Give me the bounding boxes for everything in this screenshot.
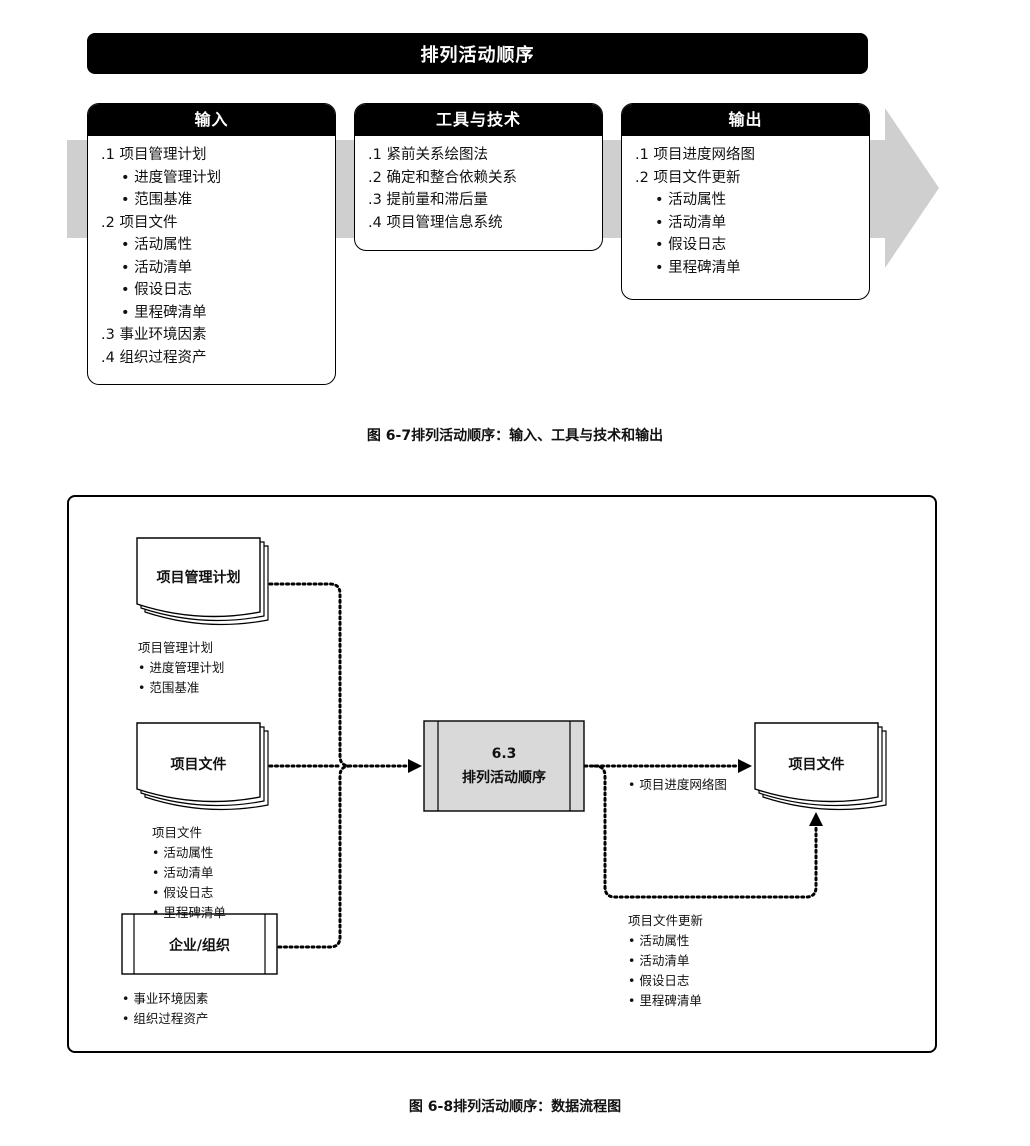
- network-diagram-label: • 项目进度网络图: [628, 777, 727, 792]
- process-name: 排列活动顺序: [462, 770, 546, 786]
- tools-list: .1 紧前关系绘图法 .2 确定和整合依赖关系 .3 提前量和滞后量 .4 项目管理信…: [355, 136, 602, 234]
- enterprise-list-item: • 事业环境因素: [122, 991, 209, 1006]
- input-item: .2 项目文件: [101, 214, 178, 231]
- tool-item: .1 紧前关系绘图法: [368, 147, 488, 163]
- output-item: • 里程碑清单: [655, 259, 741, 276]
- arrowheads: [408, 759, 823, 826]
- figure-6-8-caption: 图 6-8排列活动顺序：数据流程图: [408, 1099, 622, 1115]
- outputs-header: 输出: [622, 104, 869, 136]
- tools-panel: 工具与技术 .1 紧前关系绘图法 .2 确定和整合依赖关系 .3 提前量和滞后量 .4…: [354, 103, 603, 251]
- document-updates-list: 项目文件更新 • 活动属性 • 活动清单 • 假设日志 • 里程碑清单: [628, 911, 703, 1011]
- document-updates-list-item: 项目文件更新: [628, 913, 704, 928]
- outputs-panel: 输出 .1 项目进度网络图 .2 项目文件更新 • 活动属性 • 活动清单 • 假设日志…: [621, 103, 870, 300]
- outputs-list: .1 项目进度网络图 .2 项目文件更新 • 活动属性 • 活动清单 • 假设日志 • 里…: [622, 136, 869, 279]
- tool-item: .4 项目管理信息系统: [368, 214, 503, 231]
- document-updates-list-item: • 假设日志: [628, 973, 690, 988]
- input-item: .4 组织过程资产: [101, 349, 207, 366]
- inputs-list: .1 项目管理计划 • 进度管理计划 • 范围基准 .2 项目文件 • 活动属性 • 活动…: [88, 136, 335, 369]
- project-documents-list-item: 项目文件: [152, 825, 203, 840]
- process-box: [423, 720, 585, 812]
- output-documents-label: 项目文件: [788, 757, 845, 773]
- figure-6-7-caption: 图 6-7排列活动顺序：输入、工具与技术和输出: [366, 428, 664, 444]
- inputs-panel: 输入 .1 项目管理计划 • 进度管理计划 • 范围基准 .2 项目文件 • 活动属性 •…: [87, 103, 336, 385]
- pmp-list-item: 项目管理计划: [138, 640, 214, 655]
- project-documents-icon: [136, 722, 269, 811]
- output-documents-icon: [754, 722, 887, 811]
- pmp-list-item: • 进度管理计划: [138, 660, 225, 675]
- tool-item: .2 确定和整合依赖关系: [368, 169, 517, 186]
- input-item: • 活动清单: [121, 259, 193, 276]
- pmp-document-icon: [136, 537, 269, 626]
- pmp-document-label: 项目管理计划: [156, 570, 241, 586]
- enterprise-contents-list: • 事业环境因素 • 组织过程资产: [122, 989, 208, 1029]
- input-item: • 里程碑清单: [121, 304, 207, 321]
- document-updates-list-item: • 活动清单: [628, 953, 690, 968]
- input-item: • 活动属性: [121, 237, 193, 253]
- enterprise-box: [121, 913, 278, 975]
- process-number: 6.3: [491, 746, 517, 762]
- process-title-bar: 排列活动顺序: [87, 33, 868, 74]
- input-item: • 假设日志: [121, 282, 193, 298]
- dotted-connectors: [268, 582, 818, 949]
- project-documents-list-item: • 活动属性: [152, 845, 214, 860]
- project-documents-list-item: • 假设日志: [152, 885, 214, 900]
- enterprise-list-item: • 组织过程资产: [122, 1011, 209, 1026]
- document-updates-list-item: • 里程碑清单: [628, 993, 702, 1008]
- inputs-header: 输入: [88, 104, 335, 136]
- input-item: .1 项目管理计划: [101, 147, 207, 163]
- input-item: • 进度管理计划: [121, 169, 222, 186]
- output-item: .2 项目文件更新: [635, 169, 741, 186]
- output-item: • 活动清单: [655, 214, 727, 231]
- tools-header: 工具与技术: [355, 104, 602, 136]
- project-documents-label: 项目文件: [170, 757, 227, 773]
- project-documents-list-item: • 活动清单: [152, 865, 214, 880]
- output-item: • 活动属性: [655, 192, 727, 208]
- input-item: • 范围基准: [121, 192, 193, 208]
- input-item: .3 事业环境因素: [101, 327, 207, 343]
- project-documents-list-item: • 里程碑清单: [152, 905, 226, 920]
- output-item: • 假设日志: [655, 237, 727, 253]
- document-updates-list-item: • 活动属性: [628, 933, 690, 948]
- project-documents-contents-list: 项目文件 • 活动属性 • 活动清单 • 假设日志 • 里程碑清单: [152, 823, 226, 923]
- pmp-contents-list: 项目管理计划 • 进度管理计划 • 范围基准: [138, 638, 224, 698]
- output-item: .1 项目进度网络图: [635, 147, 755, 163]
- enterprise-label: 企业/组织: [168, 938, 231, 954]
- process-title: 排列活动顺序: [420, 44, 535, 66]
- tool-item: .3 提前量和滞后量: [368, 192, 488, 208]
- pmp-list-item: • 范围基准: [138, 680, 200, 695]
